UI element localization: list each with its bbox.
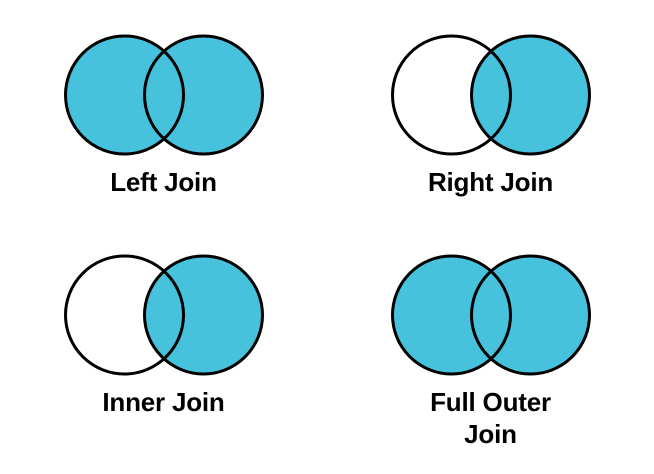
venn-diagram-inner-join <box>63 254 264 376</box>
intersection-region <box>144 256 262 374</box>
right-table-circle-outline <box>469 34 591 156</box>
venn-diagram-right-join <box>390 34 591 156</box>
intersection-region <box>144 36 262 154</box>
venn-cell-left-join: Left Join <box>0 0 327 237</box>
left-table-circle-outline <box>63 254 185 376</box>
venn-cell-inner-join: Inner Join <box>0 237 327 474</box>
venn-diagram-left-join <box>63 34 264 156</box>
left-table-circle-outline <box>390 34 512 156</box>
venn-label-left-join: Left Join <box>110 167 217 197</box>
right-table-circle-outline <box>142 254 264 376</box>
left-table-circle-outline <box>390 254 512 376</box>
venn-label-inner-join: Inner Join <box>102 387 225 417</box>
venn-diagram-full-outer-join <box>390 254 591 376</box>
right-table-circle-outline <box>142 34 264 156</box>
intersection-region <box>471 36 589 154</box>
venn-cell-full-outer-join: Full Outer Join <box>327 237 654 474</box>
venn-cell-right-join: Right Join <box>327 0 654 237</box>
venn-label-right-join: Right Join <box>427 167 554 197</box>
left-table-circle-outline <box>63 34 185 156</box>
right-table-circle-outline <box>469 254 591 376</box>
venn-label-full-outer-join: Full Outer Join <box>430 387 551 449</box>
right-table-circle-fill <box>471 256 589 374</box>
